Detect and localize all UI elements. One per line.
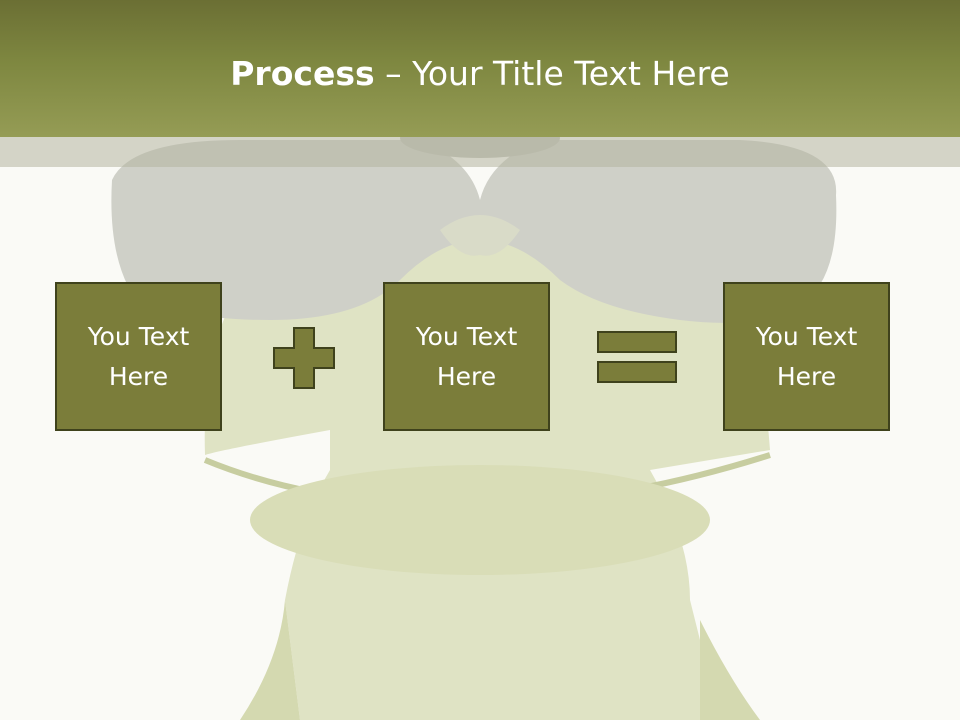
process-box-text: You Text Here — [415, 321, 518, 391]
title-rest: Your Title Text Here — [412, 54, 730, 93]
process-box-1[interactable]: You Text Here — [55, 282, 222, 431]
title-separator: – — [374, 54, 413, 93]
equals-icon — [597, 331, 677, 383]
process-box-text: You Text Here — [87, 321, 190, 391]
process-box-2[interactable]: You Text Here — [383, 282, 550, 431]
header-strip — [0, 137, 960, 167]
plus-icon — [273, 327, 335, 389]
title-bold: Process — [230, 54, 375, 93]
process-box-text: You Text Here — [755, 321, 858, 391]
header-band — [0, 0, 960, 137]
process-box-3[interactable]: You Text Here — [723, 282, 890, 431]
slide-title[interactable]: Process – Your Title Text Here — [0, 52, 960, 96]
